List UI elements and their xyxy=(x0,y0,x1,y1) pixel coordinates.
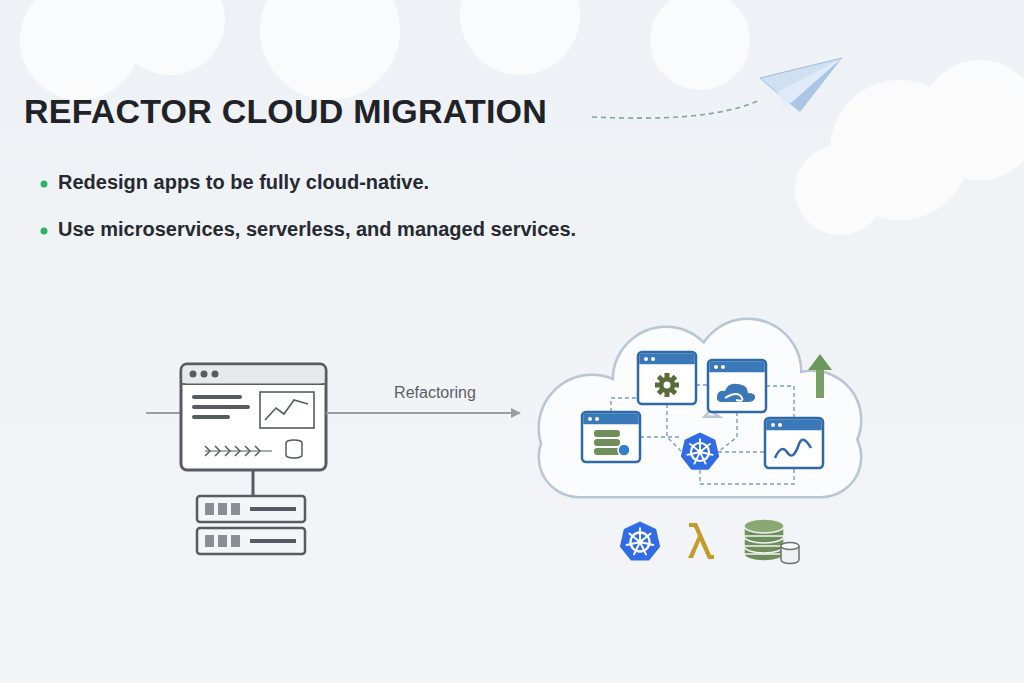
kubernetes-icon xyxy=(621,523,658,559)
bullet-dot xyxy=(41,181,48,188)
kubernetes-icon xyxy=(682,434,717,468)
bullet-text: Use microservices, serverless, and manag… xyxy=(58,218,576,241)
cloud-outline xyxy=(540,320,860,496)
monolith-app xyxy=(146,364,326,554)
service-windows xyxy=(582,352,823,468)
arrow-label: Refactoring xyxy=(394,384,476,402)
bullet-text: Redesign apps to be fully cloud-native. xyxy=(58,171,429,194)
bullet-dot xyxy=(41,228,48,235)
growth-arrow xyxy=(808,354,832,398)
database-icon xyxy=(744,519,799,564)
lambda-icon xyxy=(688,523,714,559)
paper-plane xyxy=(760,58,842,112)
sky-clouds xyxy=(20,0,1024,235)
refactor-arrow xyxy=(326,412,520,414)
slide-title: REFACTOR CLOUD MIGRATION xyxy=(24,92,547,131)
plane-trail xyxy=(592,100,760,118)
